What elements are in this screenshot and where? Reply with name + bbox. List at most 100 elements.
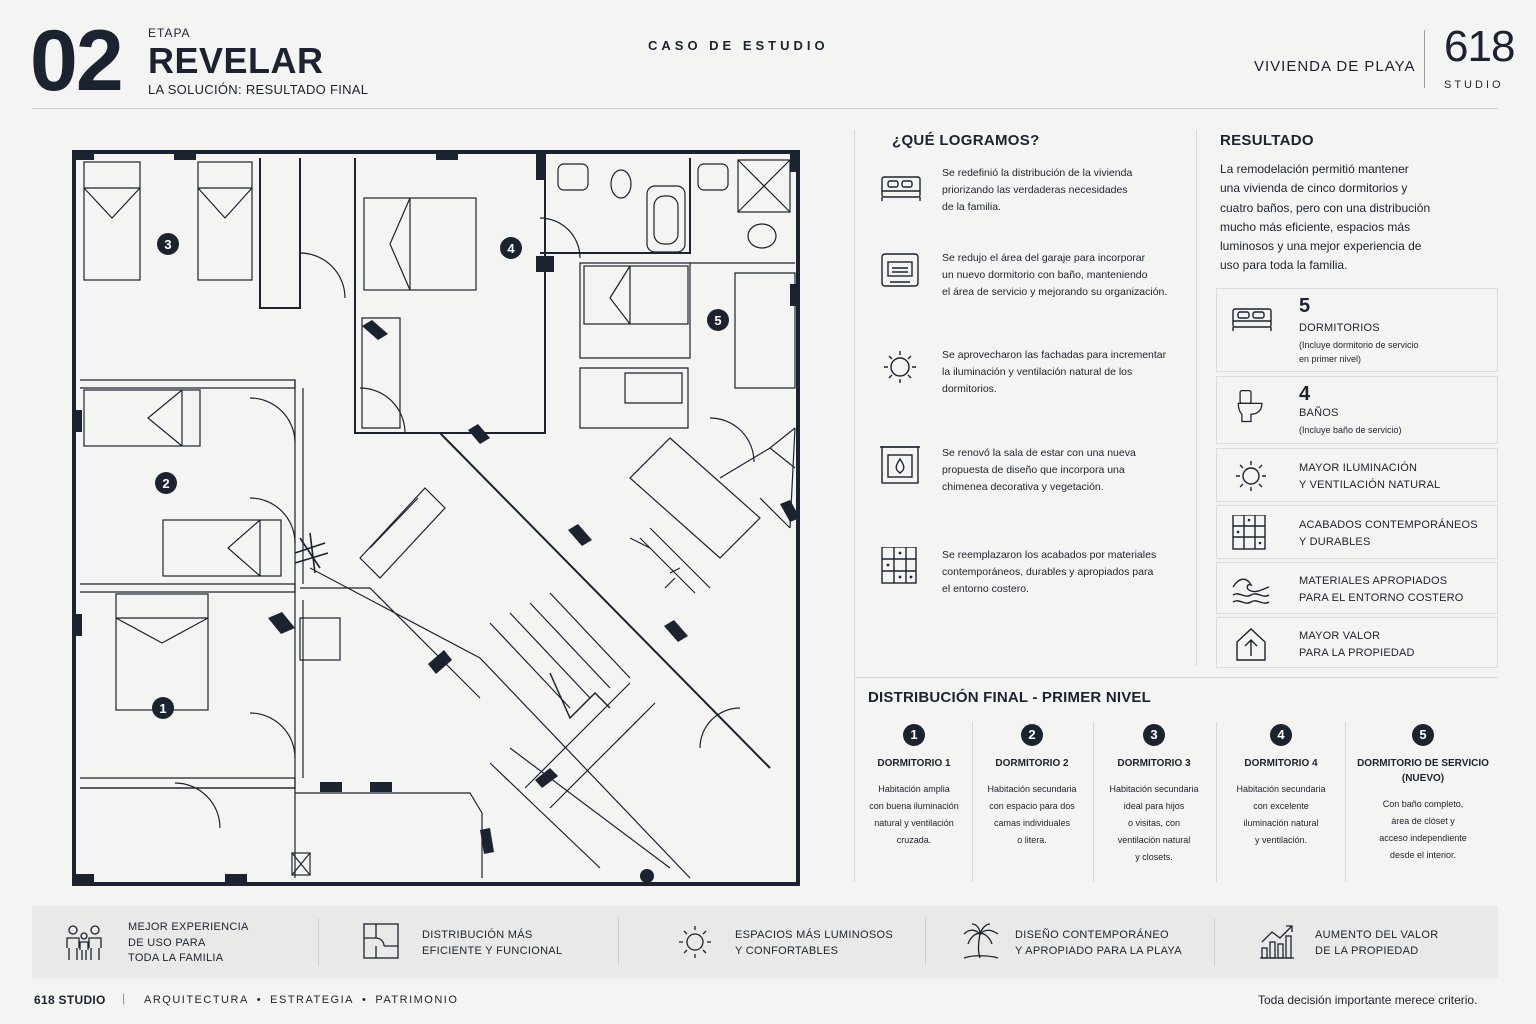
achievement-line: priorizando las verdaderas necesidades [942, 184, 1128, 196]
achievement-item: Se redefinió la distribución de la vivie… [878, 165, 1178, 245]
plan-badge-5: 5 [707, 309, 729, 331]
house-arrow-icon [1236, 628, 1266, 661]
room-description-line: y ventilación. [1254, 835, 1308, 845]
distribution-room-3: 3 DORMITORIO 3 Habitación secundaria ide… [1096, 724, 1212, 884]
distribution-room-2: 2 DORMITORIO 2 Habitación secundaria con… [974, 724, 1090, 884]
benefit-line: DISTRIBUCIÓN MÁS [422, 929, 533, 941]
achievement-item: Se aprovecharon las fachadas para increm… [878, 347, 1178, 427]
footer-brand: 618 STUDIO [34, 993, 106, 1007]
garage-icon [881, 253, 919, 287]
room-number-badge: 5 [1412, 724, 1434, 746]
result-card-finishes: ACABADOS CONTEMPORÁNEOS Y DURABLES [1216, 505, 1498, 559]
room-description-line: y closets. [1135, 852, 1173, 862]
achievement-line: Se redefinió la distribución de la vivie… [942, 167, 1133, 179]
result-card-bathrooms: 4 BAÑOS (Incluye baño de servicio) [1216, 376, 1498, 444]
svg-text:4: 4 [507, 241, 515, 256]
distribution-title: DISTRIBUCIÓN FINAL - PRIMER NIVEL [868, 689, 1151, 706]
svg-text:5: 5 [714, 313, 721, 328]
materials-icon [881, 547, 917, 584]
family-icon [66, 925, 102, 960]
achievement-line: Se reemplazaron los acabados por materia… [942, 549, 1157, 561]
room-description-line: con buena iluminación [869, 801, 959, 811]
room-description-line: con excelente [1253, 801, 1309, 811]
room-description-line: o visitas, con [1127, 818, 1181, 828]
room-number-badge: 4 [1270, 724, 1292, 746]
room-description-line: con espacio para dos [989, 801, 1075, 811]
achievement-line: propuesta de diseño que incorpora una [942, 464, 1125, 476]
result-line: uso para toda la familia. [1220, 258, 1348, 273]
footer-tags: ARQUITECTURA•ESTRATEGIA•PATRIMONIO [144, 994, 458, 1006]
room-description-line: natural y ventilación [874, 818, 954, 828]
achievement-line: el entorno costero. [942, 583, 1029, 595]
result-line: una vivienda de cinco dormitorios y [1220, 181, 1408, 196]
bed-icon [1232, 308, 1272, 331]
room-name: DORMITORIO 3 [1117, 758, 1191, 769]
result-note: en primer nivel) [1299, 354, 1362, 364]
stage-label: ETAPA [148, 26, 191, 40]
achievement-line: contemporáneos, durables y apropiados pa… [942, 566, 1154, 578]
benefit-divider [618, 918, 619, 966]
benefit-line: ESPACIOS MÁS LUMINOSOS [735, 929, 893, 941]
logo-number: 618 [1444, 22, 1515, 71]
benefits-band: MEJOR EXPERIENCIA DE USO PARA TODA LA FA… [32, 906, 1498, 978]
result-label: PARA LA PROPIEDAD [1299, 647, 1415, 659]
result-line: luminosos y una mejor experiencia de [1220, 239, 1422, 254]
footer-quote: Toda decisión importante merece criterio… [1258, 993, 1478, 1007]
sun-icon [679, 926, 711, 958]
project-name: VIVIENDA DE PLAYA [1254, 58, 1416, 75]
wave-icon [1232, 578, 1270, 604]
result-label: DORMITORIOS [1299, 322, 1380, 334]
palm-icon [963, 923, 999, 959]
room-name: DORMITORIO DE SERVICIO [1357, 758, 1489, 769]
room-description-line: área de clóset y [1391, 816, 1455, 826]
plan-badge-2: 2 [155, 472, 177, 494]
result-line: cuatro baños, pero con una distribución [1220, 200, 1431, 215]
room-description-line: Habitación secundaria [1236, 784, 1326, 794]
result-card-bedrooms: 5 DORMITORIOS (Incluye dormitorio de ser… [1216, 288, 1498, 372]
achievement-line: dormitorios. [942, 383, 997, 395]
benefit-line: MEJOR EXPERIENCIA [128, 921, 249, 933]
plan-room-badges: 3 4 5 2 1 [152, 233, 729, 719]
logo-word: STUDIO [1444, 79, 1504, 91]
benefit-line: Y CONFORTABLES [735, 944, 839, 957]
distribution-divider [1216, 722, 1217, 882]
benefit-divider [1214, 918, 1215, 966]
floor-plan: 3 4 5 2 1 [72, 150, 800, 886]
floorplan-icon [363, 923, 399, 959]
footer-tag: ARQUITECTURA [144, 994, 249, 1006]
benefit-line: DE LA PROPIEDAD [1315, 944, 1419, 957]
column-divider [1196, 130, 1197, 666]
distribution-room-1: 1 DORMITORIO 1 Habitación amplia con bue… [856, 724, 972, 884]
room-description-line: Habitación secundaria [987, 784, 1077, 794]
achievement-line: chimenea decorativa y vegetación. [942, 481, 1104, 493]
footer-tag-separator: • [256, 994, 263, 1006]
room-description-line: camas individuales [993, 818, 1071, 828]
achievement-item: Se redujo el área del garaje para incorp… [878, 250, 1178, 330]
result-label: MATERIALES APROPIADOS [1299, 575, 1448, 587]
achievement-line: Se renovó la sala de estar con una nueva [942, 447, 1136, 459]
benefit-item: DISTRIBUCIÓN MÁS EFICIENTE Y FUNCIONAL [358, 906, 618, 978]
bed-icon [881, 176, 921, 201]
footer-tag-separator: • [362, 994, 368, 1006]
chart-growth-icon [1260, 925, 1294, 959]
achievement-line: un nuevo dormitorio con baño, manteniend… [942, 269, 1148, 281]
stage-number: 02 [30, 13, 124, 109]
achievement-item: Se reemplazaron los acabados por materia… [878, 547, 1178, 627]
achievement-line: el área de servicio y mejorando su organ… [942, 286, 1168, 298]
materials-icon [1232, 515, 1266, 550]
room-description-line: Habitación secundaria [1109, 784, 1199, 794]
benefit-divider [925, 918, 926, 966]
result-card-value: MAYOR VALOR PARA LA PROPIEDAD [1216, 617, 1498, 668]
footer-tag: PATRIMONIO [375, 994, 459, 1006]
svg-text:2: 2 [162, 476, 169, 491]
room-number-badge: 3 [1143, 724, 1165, 746]
benefit-item: AUMENTO DEL VALOR DE LA PROPIEDAD [1254, 906, 1494, 978]
room-number-badge: 2 [1021, 724, 1043, 746]
result-number: 5 [1299, 295, 1311, 317]
sun-icon [1236, 461, 1266, 491]
plan-badge-4: 4 [500, 237, 522, 259]
room-name: DORMITORIO 1 [877, 758, 951, 769]
distribution-room-5: 5 DORMITORIO DE SERVICIO (NUEVO) Con bañ… [1350, 724, 1496, 884]
result-note: (Incluye baño de servicio) [1299, 425, 1402, 435]
result-note: (Incluye dormitorio de servicio [1299, 340, 1419, 350]
